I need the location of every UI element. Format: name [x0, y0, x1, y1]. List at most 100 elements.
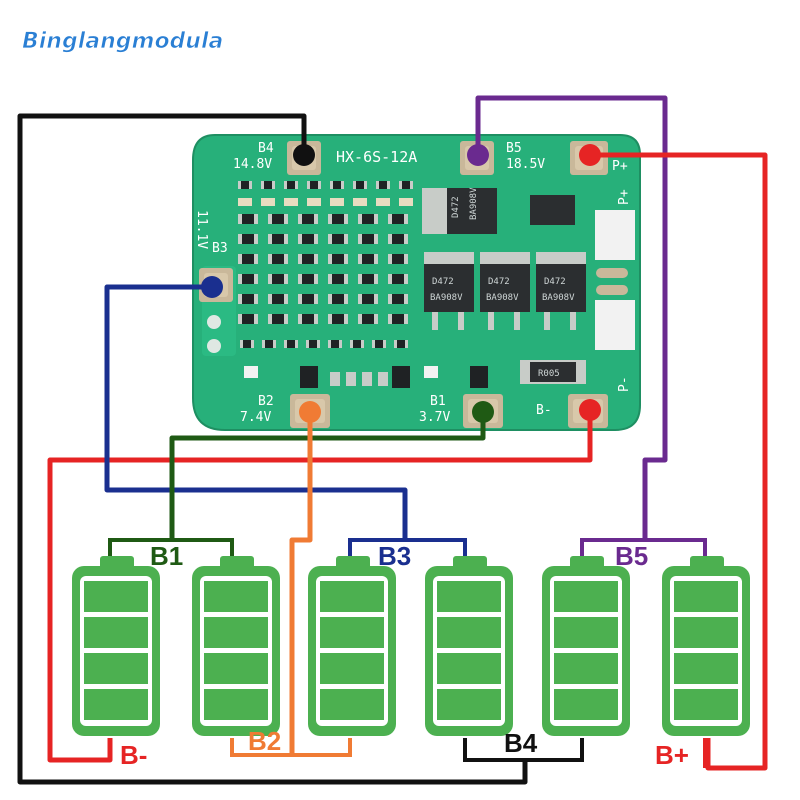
dot-b4 — [293, 144, 315, 166]
smd-part — [307, 198, 321, 206]
smd-part — [310, 181, 318, 189]
component-array — [238, 181, 488, 388]
battery-bar — [84, 653, 148, 684]
smd-part — [353, 340, 361, 348]
mosfet-2: D472 BA908V — [480, 252, 530, 330]
smd-part — [346, 372, 356, 386]
mosfet-3-line1: D472 — [544, 277, 566, 287]
battery-bar — [554, 617, 618, 648]
smd-part — [356, 181, 364, 189]
smd-part — [392, 294, 404, 304]
battery-window — [433, 576, 505, 726]
smd-part — [332, 294, 344, 304]
smd-part — [378, 372, 388, 386]
battery-bar — [204, 581, 268, 612]
battery-bar — [320, 689, 384, 720]
smd-part — [392, 214, 404, 224]
battery-cell — [308, 556, 396, 736]
battery-bar — [320, 617, 384, 648]
smd-part — [330, 198, 344, 206]
sot-transistor — [392, 366, 410, 388]
smd-part — [332, 214, 344, 224]
smd-part — [272, 274, 284, 284]
smd-part — [264, 181, 272, 189]
smd-part — [302, 234, 314, 244]
battery-cell — [425, 556, 513, 736]
smd-part — [362, 274, 374, 284]
battery-bar — [554, 689, 618, 720]
smd-part — [392, 254, 404, 264]
label-b2: B2 — [258, 394, 274, 409]
battery-cell — [662, 556, 750, 736]
label-p-plus-side: P+ — [617, 189, 632, 205]
resistor-pad — [596, 268, 628, 278]
battery-bar — [674, 581, 738, 612]
smd-part — [242, 274, 254, 284]
smd-part — [399, 198, 413, 206]
battery-bar — [84, 581, 148, 612]
sot-transistor — [470, 366, 488, 388]
smd-part — [272, 294, 284, 304]
label-b1-voltage: 3.7V — [419, 410, 450, 425]
label-b1: B1 — [430, 394, 446, 409]
smd-part — [242, 314, 254, 324]
label-b4-voltage: 14.8V — [233, 157, 272, 172]
bracket-b5 — [580, 538, 707, 558]
label-big-b2: B2 — [248, 726, 281, 756]
smd-part — [302, 314, 314, 324]
connector-block — [595, 300, 635, 350]
smd-part — [332, 254, 344, 264]
smd-part — [302, 254, 314, 264]
smd-part — [302, 274, 314, 284]
smd-part — [309, 340, 317, 348]
mosfet-main: D472 BA908V — [422, 187, 497, 234]
label-b5: B5 — [506, 141, 522, 156]
mosfet-1-line2: BA908V — [430, 293, 463, 303]
wire-red-p-plus — [590, 152, 768, 771]
label-big-b1: B1 — [150, 541, 183, 571]
smd-part — [362, 254, 374, 264]
smd-part — [331, 340, 339, 348]
brand-logo: Binglangmodula — [22, 29, 223, 54]
battery-bar — [204, 617, 268, 648]
smd-part — [353, 198, 367, 206]
battery-bar — [437, 617, 501, 648]
smd-part — [330, 372, 340, 386]
battery-cell — [192, 556, 280, 736]
wires — [17, 95, 768, 785]
label-b4: B4 — [258, 141, 274, 156]
battery-window — [316, 576, 388, 726]
battery-bar — [437, 653, 501, 684]
smd-part — [333, 181, 341, 189]
dot-b5 — [467, 144, 489, 166]
mosfet-1: D472 BA908V — [424, 252, 474, 330]
smd-part — [261, 198, 275, 206]
mount-hole — [207, 315, 221, 329]
smd-part — [375, 340, 383, 348]
smd-part — [242, 254, 254, 264]
bracket-b2 — [230, 738, 352, 757]
battery-bar — [554, 581, 618, 612]
battery-window — [200, 576, 272, 726]
dot-b3 — [201, 276, 223, 298]
dot-b1 — [472, 401, 494, 423]
smd-part — [362, 214, 374, 224]
smd-part — [362, 314, 374, 324]
battery-bar — [437, 689, 501, 720]
label-big-b5: B5 — [615, 541, 648, 571]
smd-part — [272, 234, 284, 244]
mount-hole — [207, 339, 221, 353]
dot-p-plus — [579, 144, 601, 166]
battery-bar — [674, 689, 738, 720]
label-b5-voltage: 18.5V — [506, 157, 545, 172]
smd-part — [272, 214, 284, 224]
smd-part — [242, 294, 254, 304]
smd-part — [302, 214, 314, 224]
sot-transistor — [300, 366, 318, 388]
label-b3-voltage: 11.1V — [194, 210, 209, 249]
battery-bar — [84, 689, 148, 720]
smd-part — [379, 181, 387, 189]
dot-b-minus — [579, 399, 601, 421]
battery-bar — [674, 617, 738, 648]
